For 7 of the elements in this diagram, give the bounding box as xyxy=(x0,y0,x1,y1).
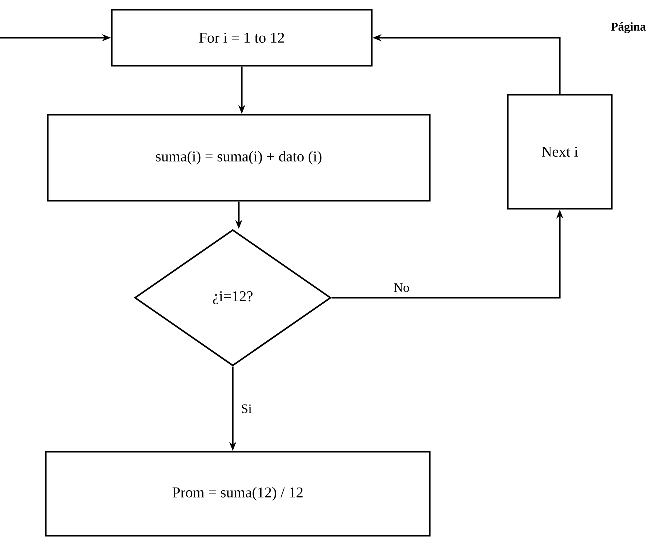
process-box: For i = 1 to 12 xyxy=(111,9,373,67)
process-box: Next i xyxy=(507,94,613,210)
edge-label: No xyxy=(394,284,410,292)
page-label: Página xyxy=(611,22,646,34)
process-box: suma(i) = suma(i) + dato (i) xyxy=(47,114,431,202)
edge-label: Si xyxy=(242,404,252,414)
process-box: Prom = suma(12) / 12 xyxy=(45,451,431,537)
